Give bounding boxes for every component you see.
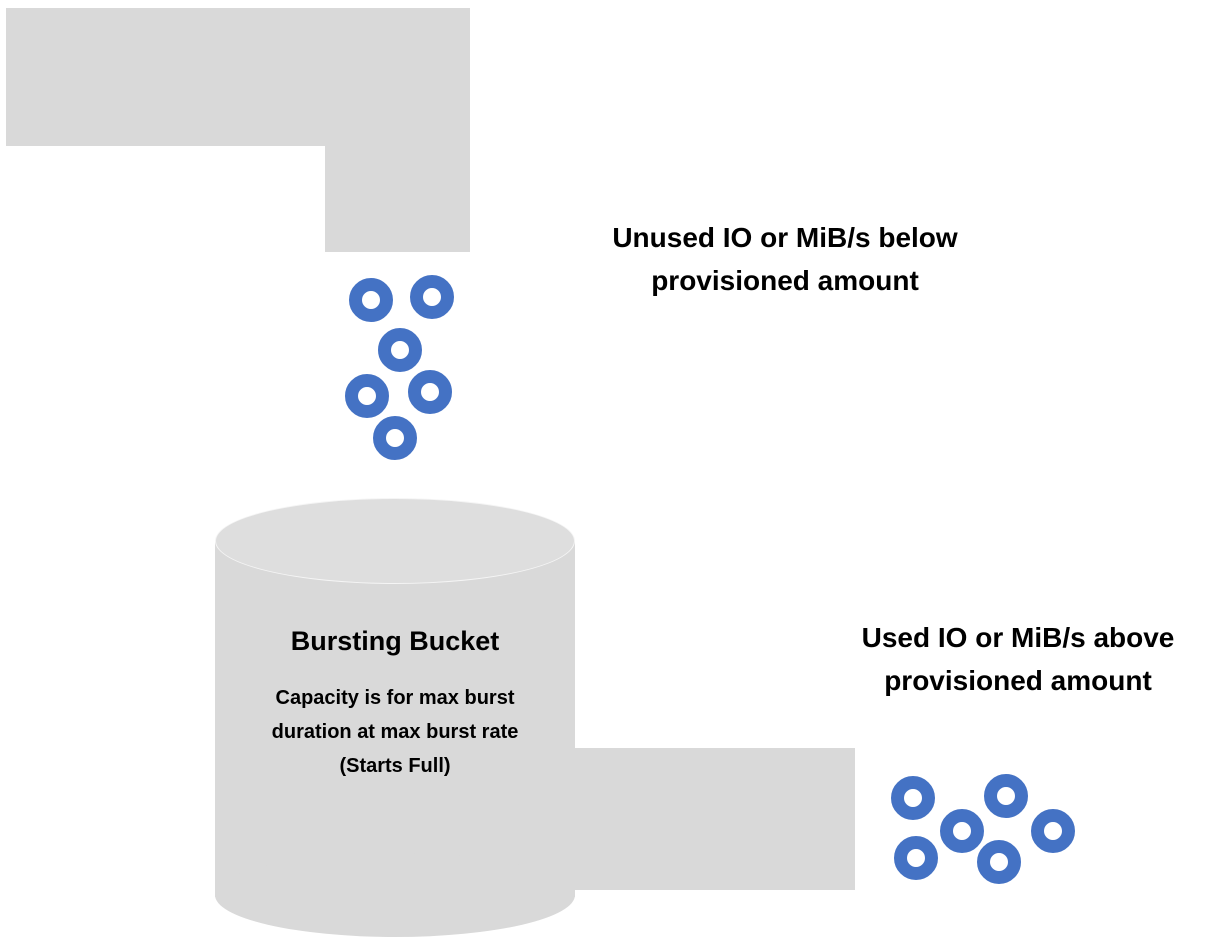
io-token-icon <box>977 840 1021 884</box>
io-token-icon <box>891 776 935 820</box>
io-token-icon <box>373 416 417 460</box>
unused-io-label-line: provisioned amount <box>651 265 919 296</box>
unused-io-label-line: Unused IO or MiB/s below <box>612 222 958 253</box>
outflow-pipe <box>558 748 855 890</box>
unused-io-label: Unused IO or MiB/s below provisioned amo… <box>555 216 1015 302</box>
used-io-label-line: Used IO or MiB/s above <box>861 622 1175 653</box>
io-token-icon <box>984 774 1028 818</box>
used-io-label: Used IO or MiB/s above provisioned amoun… <box>818 616 1218 702</box>
io-token-icon <box>410 275 454 319</box>
inflow-pipe-vertical-segment <box>325 8 470 252</box>
io-token-icon <box>349 278 393 322</box>
cylinder-body <box>215 540 575 897</box>
cylinder-top-ellipse <box>215 498 575 584</box>
bucket-subtitle-line: (Starts Full) <box>339 755 451 777</box>
bucket-subtitle-line: duration at max burst rate <box>271 721 519 743</box>
cylinder-bottom-ellipse <box>215 853 575 937</box>
io-token-icon <box>940 809 984 853</box>
bucket-label-group: Bursting Bucket Capacity is for max burs… <box>215 626 575 783</box>
io-token-icon <box>378 328 422 372</box>
io-token-icon <box>408 370 452 414</box>
bursting-bucket-cylinder: Bursting Bucket Capacity is for max burs… <box>215 498 575 939</box>
io-token-icon <box>1031 809 1075 853</box>
bucket-subtitle-line: Capacity is for max burst <box>275 687 515 709</box>
io-token-icon <box>894 836 938 880</box>
used-io-label-line: provisioned amount <box>884 665 1152 696</box>
bucket-title: Bursting Bucket <box>290 626 500 656</box>
io-token-icon <box>345 374 389 418</box>
